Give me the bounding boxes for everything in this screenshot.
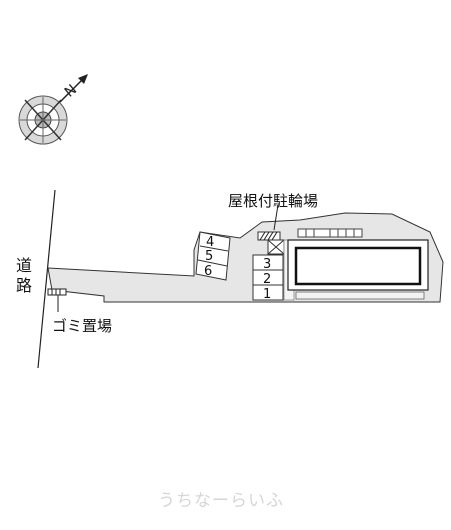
parking-space-2: 2 <box>263 272 271 287</box>
building-entrance-steps <box>297 228 363 238</box>
compass-rose-icon <box>18 74 88 145</box>
parking-space-1: 1 <box>263 287 271 302</box>
trash-area-marker <box>47 288 67 296</box>
parking-lot-lower <box>252 254 284 301</box>
building-walkway <box>295 291 425 300</box>
bicycle-parking-leader <box>273 204 279 231</box>
parking-space-6: 6 <box>204 264 212 279</box>
road-edge <box>37 189 56 369</box>
bicycle-parking-label: 屋根付駐輪場 <box>228 192 319 210</box>
road-label: 道 路 <box>15 256 32 295</box>
parking-space-5: 5 <box>205 249 213 264</box>
storage-box <box>267 239 285 255</box>
parking-space-3: 3 <box>263 257 271 272</box>
bicycle-parking <box>257 231 281 241</box>
parking-lot-upper <box>195 231 231 281</box>
watermark: うちなーらいふ <box>158 491 284 511</box>
building <box>294 246 422 286</box>
trash-area-label: ゴミ置場 <box>52 317 113 335</box>
parking-space-4: 4 <box>206 235 214 250</box>
